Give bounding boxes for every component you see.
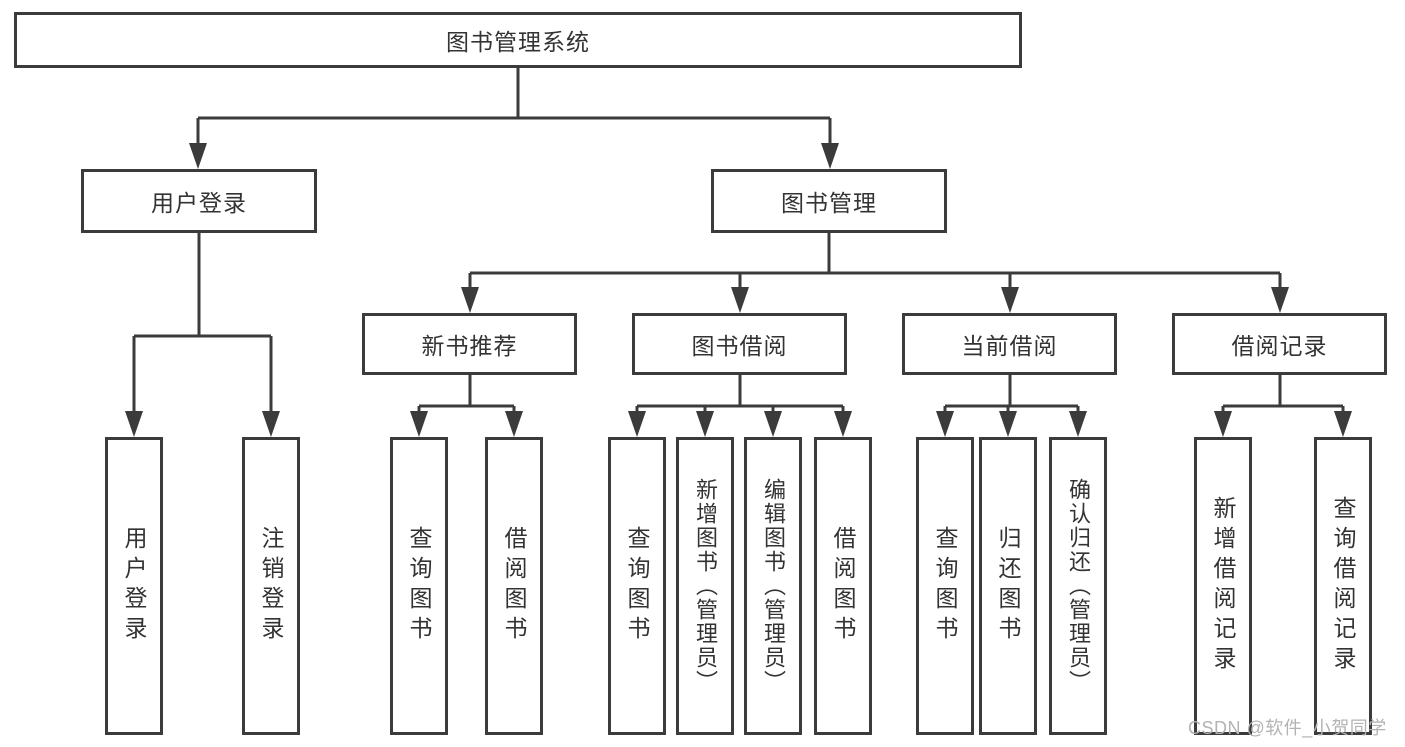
arrowhead: [999, 411, 1017, 437]
csdn-watermark: CSDN @软件_小贺同学: [1188, 718, 1387, 738]
leaf-records-query-record: 查询借阅记录: [1314, 437, 1372, 735]
node-user-login: 用户登录: [81, 169, 317, 233]
arrowhead: [821, 143, 839, 169]
node-book-management: 图书管理: [711, 169, 947, 233]
leaf-records-add-record-label: 新增借阅记录: [1210, 496, 1236, 676]
leaf-borrow-add-books-admin-label: 新增图书（管理员）: [693, 478, 718, 694]
arrowhead: [1334, 411, 1352, 437]
leaf-borrow-borrow-books: 借阅图书: [814, 437, 872, 735]
node-current-borrow-label: 当前借阅: [961, 333, 1058, 359]
connector-stems: [132, 68, 1345, 414]
leaf-current-query-books-label: 查询图书: [932, 526, 958, 646]
leaf-borrow-borrow-books-label: 借阅图书: [830, 526, 856, 646]
node-root: 图书管理系统: [14, 12, 1022, 68]
leaf-newbooks-query-books: 查询图书: [390, 437, 448, 735]
leaf-records-add-record: 新增借阅记录: [1194, 437, 1252, 735]
arrowhead: [189, 143, 207, 169]
arrowhead: [1001, 287, 1019, 313]
node-new-book-recommend-label: 新书推荐: [421, 333, 518, 359]
leaf-logout-label: 注销登录: [258, 526, 284, 646]
arrowhead: [125, 411, 143, 437]
node-user-login-label: 用户登录: [151, 190, 247, 216]
leaf-user-login-label: 用户登录: [121, 526, 147, 646]
arrowhead: [628, 411, 646, 437]
leaf-borrow-add-books-admin: 新增图书（管理员）: [676, 437, 734, 735]
leaf-borrow-edit-books-admin-label: 编辑图书（管理员）: [761, 478, 786, 694]
arrowhead: [936, 411, 954, 437]
arrowhead: [410, 411, 428, 437]
arrowhead: [731, 287, 749, 313]
node-root-label: 图书管理系统: [446, 29, 590, 55]
leaf-borrow-query-books-label: 查询图书: [624, 526, 650, 646]
leaf-newbooks-query-books-label: 查询图书: [406, 526, 432, 646]
arrowhead: [764, 411, 782, 437]
leaf-logout: 注销登录: [242, 437, 300, 735]
leaf-newbooks-borrow-books: 借阅图书: [485, 437, 543, 735]
leaf-current-query-books: 查询图书: [916, 437, 974, 735]
arrowhead: [505, 411, 523, 437]
node-borrow-records-label: 借阅记录: [1231, 333, 1328, 359]
leaf-current-return-books-label: 归还图书: [995, 526, 1021, 646]
arrowhead: [1271, 287, 1289, 313]
leaf-borrow-query-books: 查询图书: [608, 437, 666, 735]
leaf-borrow-edit-books-admin: 编辑图书（管理员）: [744, 437, 802, 735]
arrowhead: [834, 411, 852, 437]
node-book-borrow: 图书借阅: [632, 313, 847, 375]
arrowhead: [262, 411, 280, 437]
leaf-current-confirm-return-admin: 确认归还（管理员）: [1049, 437, 1107, 735]
leaf-records-query-record-label: 查询借阅记录: [1330, 496, 1356, 676]
arrowhead: [1214, 411, 1232, 437]
node-book-management-label: 图书管理: [781, 190, 877, 216]
arrowhead: [461, 287, 479, 313]
arrowhead: [1069, 411, 1087, 437]
node-current-borrow: 当前借阅: [902, 313, 1117, 375]
node-borrow-records: 借阅记录: [1172, 313, 1387, 375]
arrowheads: [125, 143, 1352, 437]
node-book-borrow-label: 图书借阅: [691, 333, 788, 359]
leaf-current-return-books: 归还图书: [979, 437, 1037, 735]
arrowhead: [696, 411, 714, 437]
leaf-user-login: 用户登录: [105, 437, 163, 735]
leaf-newbooks-borrow-books-label: 借阅图书: [501, 526, 527, 646]
leaf-current-confirm-return-admin-label: 确认归还（管理员）: [1066, 478, 1091, 694]
node-new-book-recommend: 新书推荐: [362, 313, 577, 375]
